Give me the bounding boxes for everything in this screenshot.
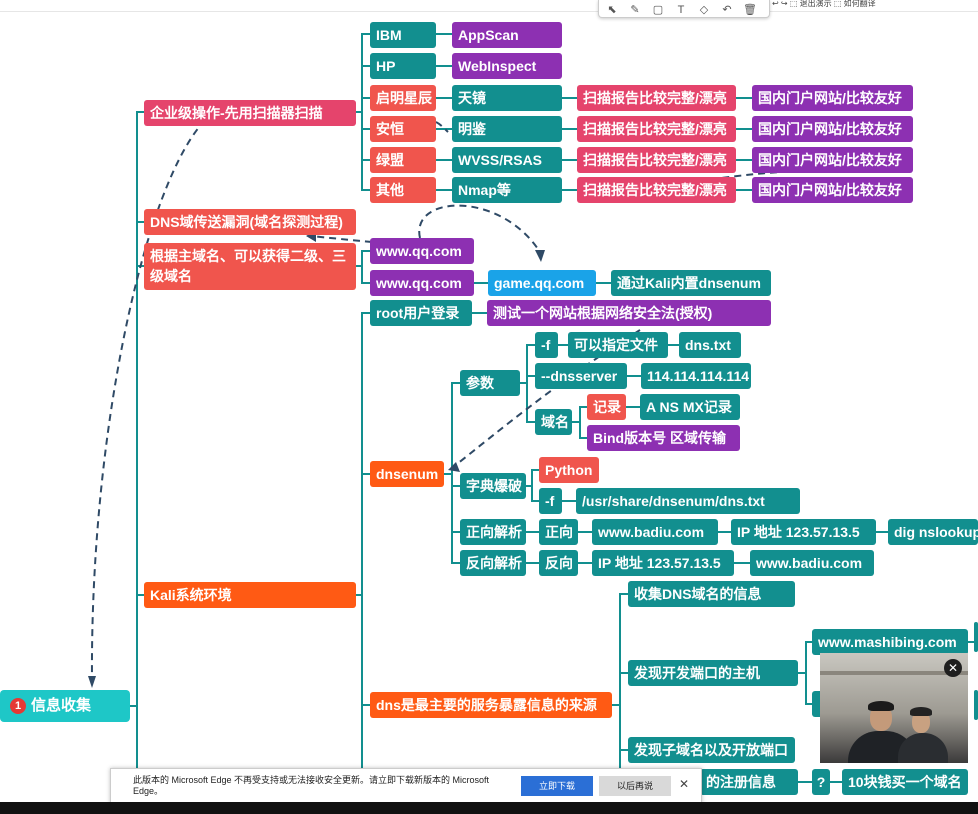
person-body: [898, 733, 948, 763]
node-dns-zone-transfer[interactable]: DNS域传送漏洞(域名探测过程): [144, 209, 356, 235]
node-dns-main-source[interactable]: dns是最主要的服务暴露信息的来源: [370, 692, 612, 718]
root-node-info-gathering[interactable]: 1 信息收集: [0, 690, 130, 722]
eraser-icon[interactable]: ◇: [699, 4, 709, 16]
later-button[interactable]: 以后再说: [599, 776, 671, 796]
product-appscan[interactable]: AppScan: [452, 22, 562, 48]
close-icon[interactable]: ✕: [679, 777, 690, 791]
top-divider: [0, 11, 978, 12]
reverse-short[interactable]: 反向: [539, 550, 578, 576]
forward-tool[interactable]: dig nslookup: [888, 519, 978, 545]
record-types[interactable]: A NS MX记录: [640, 394, 740, 420]
domain-mashibing[interactable]: www.mashibing.com: [812, 629, 968, 655]
node-kali-env[interactable]: Kali系统环境: [144, 582, 356, 608]
product-mingjian[interactable]: 明鉴: [452, 116, 562, 142]
taskbar: [0, 802, 978, 814]
node-domain-name[interactable]: 域名: [535, 409, 572, 435]
forward-ip[interactable]: IP 地址 123.57.13.5: [731, 519, 876, 545]
dict-path[interactable]: /usr/share/dnsenum/dns.txt: [576, 488, 800, 514]
product-nmap[interactable]: Nmap等: [452, 177, 562, 203]
dnsenum-note[interactable]: 通过Kali内置dnsenum: [611, 270, 771, 296]
offscreen-branch-stub: [974, 690, 978, 720]
reverse-ip[interactable]: IP 地址 123.57.13.5: [592, 550, 734, 576]
node-buy-domain[interactable]: 10块钱买一个域名: [842, 769, 968, 795]
node-python[interactable]: Python: [539, 457, 599, 483]
person-head: [912, 711, 930, 733]
node-forward-lookup[interactable]: 正向解析: [460, 519, 526, 545]
edge-update-banner: 此版本的 Microsoft Edge 不再受支持或无法接收安全更新。请立即下载…: [110, 768, 702, 804]
presenter-head: [870, 705, 892, 731]
text-icon[interactable]: T: [677, 4, 685, 16]
node-register-info[interactable]: 的注册信息: [700, 769, 798, 795]
report-quality-note[interactable]: 扫描报告比较完整/漂亮: [577, 85, 736, 111]
file-dns-txt[interactable]: dns.txt: [679, 332, 741, 358]
node-dnsenum[interactable]: dnsenum: [370, 461, 444, 487]
vendor-ibm[interactable]: IBM: [370, 22, 436, 48]
priority-icon: 1: [10, 698, 26, 715]
node-record[interactable]: 记录: [587, 394, 626, 420]
node-params[interactable]: 参数: [460, 370, 520, 396]
report-quality-note[interactable]: 扫描报告比较完整/漂亮: [577, 116, 736, 142]
dnsserver-ip[interactable]: 114.114.114.114: [641, 363, 751, 389]
portal-friendly-note[interactable]: 国内门户网站/比较友好: [752, 116, 913, 142]
trash-icon[interactable]: 🗑: [743, 4, 757, 16]
portal-friendly-note[interactable]: 国内门户网站/比较友好: [752, 177, 913, 203]
node-subdomain-derive[interactable]: 根据主域名、可以获得二级、三级域名: [144, 243, 356, 290]
forward-domain[interactable]: www.badiu.com: [592, 519, 718, 545]
forward-short[interactable]: 正向: [539, 519, 578, 545]
domain-qq-1[interactable]: www.qq.com: [370, 238, 474, 264]
dict-flag-f[interactable]: -f: [539, 488, 562, 514]
node-root-login[interactable]: root用户登录: [370, 300, 472, 326]
report-quality-note[interactable]: 扫描报告比较完整/漂亮: [577, 147, 736, 173]
node-authorized-test[interactable]: 测试一个网站根据网络安全法(授权): [487, 300, 771, 326]
bind-version-zone-transfer[interactable]: Bind版本号 区域传输: [587, 425, 740, 451]
portal-friendly-note[interactable]: 国内门户网站/比较友好: [752, 85, 913, 111]
person-hair: [910, 707, 932, 716]
node-question[interactable]: ?: [812, 769, 830, 795]
cursor-icon[interactable]: ⬉: [607, 4, 617, 16]
flag-f-desc[interactable]: 可以指定文件: [568, 332, 668, 358]
report-quality-note[interactable]: 扫描报告比较完整/漂亮: [577, 177, 736, 203]
vendor-other[interactable]: 其他: [370, 177, 436, 203]
vendor-hp[interactable]: HP: [370, 53, 436, 79]
node-enterprise-scan[interactable]: 企业级操作-先用扫描器扫描: [144, 100, 356, 126]
node-collect-dns[interactable]: 收集DNS域名的信息: [628, 581, 795, 607]
background-shelf: [820, 671, 968, 675]
banner-message: 此版本的 Microsoft Edge 不再受支持或无法接收安全更新。请立即下载…: [133, 775, 490, 796]
node-open-port-hosts[interactable]: 发现开发端口的主机: [628, 660, 798, 686]
pen-icon[interactable]: ✎: [630, 4, 640, 16]
root-label: 信息收集: [31, 697, 92, 714]
node-subdomain-ports[interactable]: 发现子域名以及开放端口: [628, 737, 795, 763]
close-icon[interactable]: ✕: [944, 659, 962, 677]
node-dict-brute[interactable]: 字典爆破: [460, 473, 526, 499]
vendor-dbappsecurity[interactable]: 安恒: [370, 116, 436, 142]
node-reverse-lookup[interactable]: 反向解析: [460, 550, 526, 576]
flag-f[interactable]: -f: [535, 332, 558, 358]
product-wvss-rsas[interactable]: WVSS/RSAS: [452, 147, 562, 173]
vendor-venustech[interactable]: 启明星辰: [370, 85, 436, 111]
reverse-domain[interactable]: www.badiu.com: [750, 550, 874, 576]
download-button[interactable]: 立即下载: [521, 776, 593, 796]
undo-icon[interactable]: ↶: [722, 4, 732, 16]
offscreen-branch-stub: [974, 622, 978, 652]
product-webinspect[interactable]: WebInspect: [452, 53, 562, 79]
product-tianjing[interactable]: 天镜: [452, 85, 562, 111]
webcam-overlay[interactable]: [820, 653, 968, 763]
annotation-toolbar: ⬉ ✎ ▢ T ◇ ↶ 🗑: [598, 0, 770, 18]
vendor-nsfocus[interactable]: 绿盟: [370, 147, 436, 173]
domain-qq-2[interactable]: www.qq.com: [370, 270, 474, 296]
flag-dnsserver[interactable]: --dnsserver: [535, 363, 627, 389]
top-right-controls[interactable]: ↩ ↪ ⬚ 退出演示 ⬚ 如何翻译: [772, 0, 876, 8]
presenter-hair: [868, 701, 894, 711]
rect-icon[interactable]: ▢: [652, 4, 664, 16]
portal-friendly-note[interactable]: 国内门户网站/比较友好: [752, 147, 913, 173]
domain-game-qq[interactable]: game.qq.com: [488, 270, 596, 296]
